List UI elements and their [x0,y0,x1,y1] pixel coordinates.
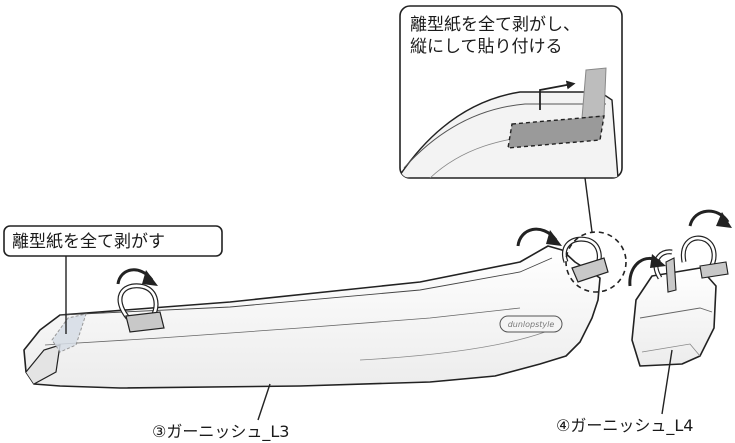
detail-release-liner [507,115,605,149]
peel-arrow-l4-left-head-icon [650,254,666,268]
detail-callout: 離型紙を全て剥がし、 縦にして貼り付ける [399,5,623,179]
detail-part-edge [403,103,606,169]
detail-circle [565,231,627,293]
peel-arrow-middle-head-icon [546,230,562,246]
l4-tape-tab-b [699,261,729,279]
detail-vertical-tape [581,67,607,119]
left-callout-text: 離型紙を全て剥がす [12,232,165,252]
emblem-badge: dunlopstyle [499,315,563,333]
tape-tab-right [571,257,609,283]
left-callout: 離型紙を全て剥がす [3,225,223,334]
part3-label: ③ガーニッシュ_L3 [152,422,289,442]
detail-rotate-arrow-icon [539,80,576,110]
part4-leader [661,349,673,415]
tape-tab-left [125,311,165,333]
garnish-l3: dunlopstyle [23,236,609,389]
peel-arrow-l4-right-head-icon [716,212,732,228]
garnish-l4 [631,235,729,367]
l4-tape-loop-a-inner [654,250,673,279]
l4-tape-loop-b-inner [682,236,716,269]
emblem-text: dunlopstyle [508,320,555,329]
detail-zoom [400,67,619,178]
l4-tape-tab-a [665,257,677,293]
tape-loop-right-inner [563,237,601,269]
garnish-l3-lower-crease [359,331,546,361]
left-callout-frame [3,225,223,257]
garnish-l3-body [23,245,601,389]
peel-arrows [116,209,732,287]
garnish-l4-crease [639,307,713,319]
part4-label: ④ガーニッシュ_L4 [556,416,693,436]
peel-arrow-left-head-icon [142,270,158,286]
detail-callout-line2: 縦にして貼り付ける [410,37,563,57]
garnish-l3-crease [44,307,521,346]
detail-callout-line1: 離型紙を全て剥がし、 [410,15,580,35]
garnish-l4-lower [641,343,701,357]
detail-leader [584,177,593,233]
garnish-l3-upper-edge [59,257,553,316]
tape-loop-left-inner [118,284,158,319]
part3-leader [257,383,271,421]
